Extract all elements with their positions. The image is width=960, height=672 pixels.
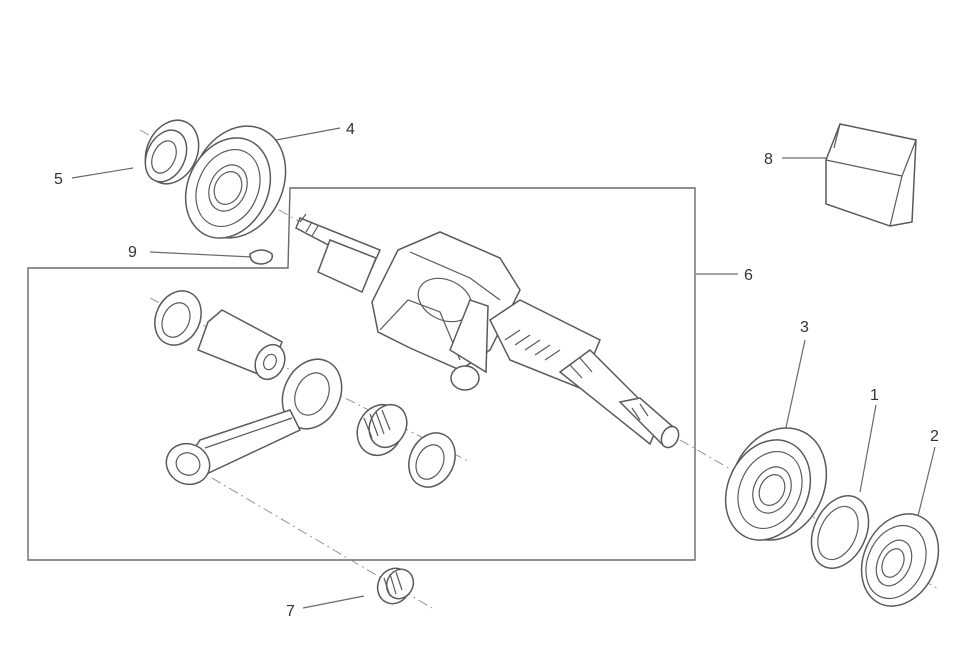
part-8-packet	[825, 123, 917, 227]
callout-2: 2	[930, 428, 939, 445]
callout-4: 4	[346, 121, 355, 138]
part-thrust-washer-right	[408, 432, 456, 488]
assembly-outline	[27, 187, 696, 561]
callout-9: 9	[128, 244, 137, 261]
part-9-key	[249, 249, 274, 265]
leader-2	[917, 446, 936, 517]
callout-5: 5	[54, 171, 63, 188]
callout-3: 3	[800, 319, 809, 336]
part-piston-pin	[197, 309, 286, 381]
part-1-ring	[810, 495, 870, 569]
part-7-needle-bearing	[376, 567, 415, 605]
axis-line-bigend	[211, 477, 433, 609]
part-4-bearing	[184, 125, 287, 239]
callout-1: 1	[870, 387, 879, 404]
part-connecting-rod	[165, 358, 343, 486]
part-needle-bearing-bigend	[356, 403, 408, 457]
part-2-oil-seal	[860, 513, 940, 607]
part-6-crankshaft	[295, 213, 680, 449]
leader-9	[149, 251, 253, 258]
leader-5	[71, 167, 134, 179]
part-3-bearing	[724, 427, 828, 541]
callout-6: 6	[744, 267, 753, 284]
callout-8: 8	[764, 151, 773, 168]
part-5-seal	[144, 119, 200, 185]
callout-7: 7	[286, 603, 295, 620]
leader-7	[302, 595, 365, 609]
leader-3	[784, 339, 806, 433]
leader-4	[275, 127, 341, 141]
leader-1	[859, 404, 877, 493]
part-thrust-washer-left	[154, 290, 202, 346]
